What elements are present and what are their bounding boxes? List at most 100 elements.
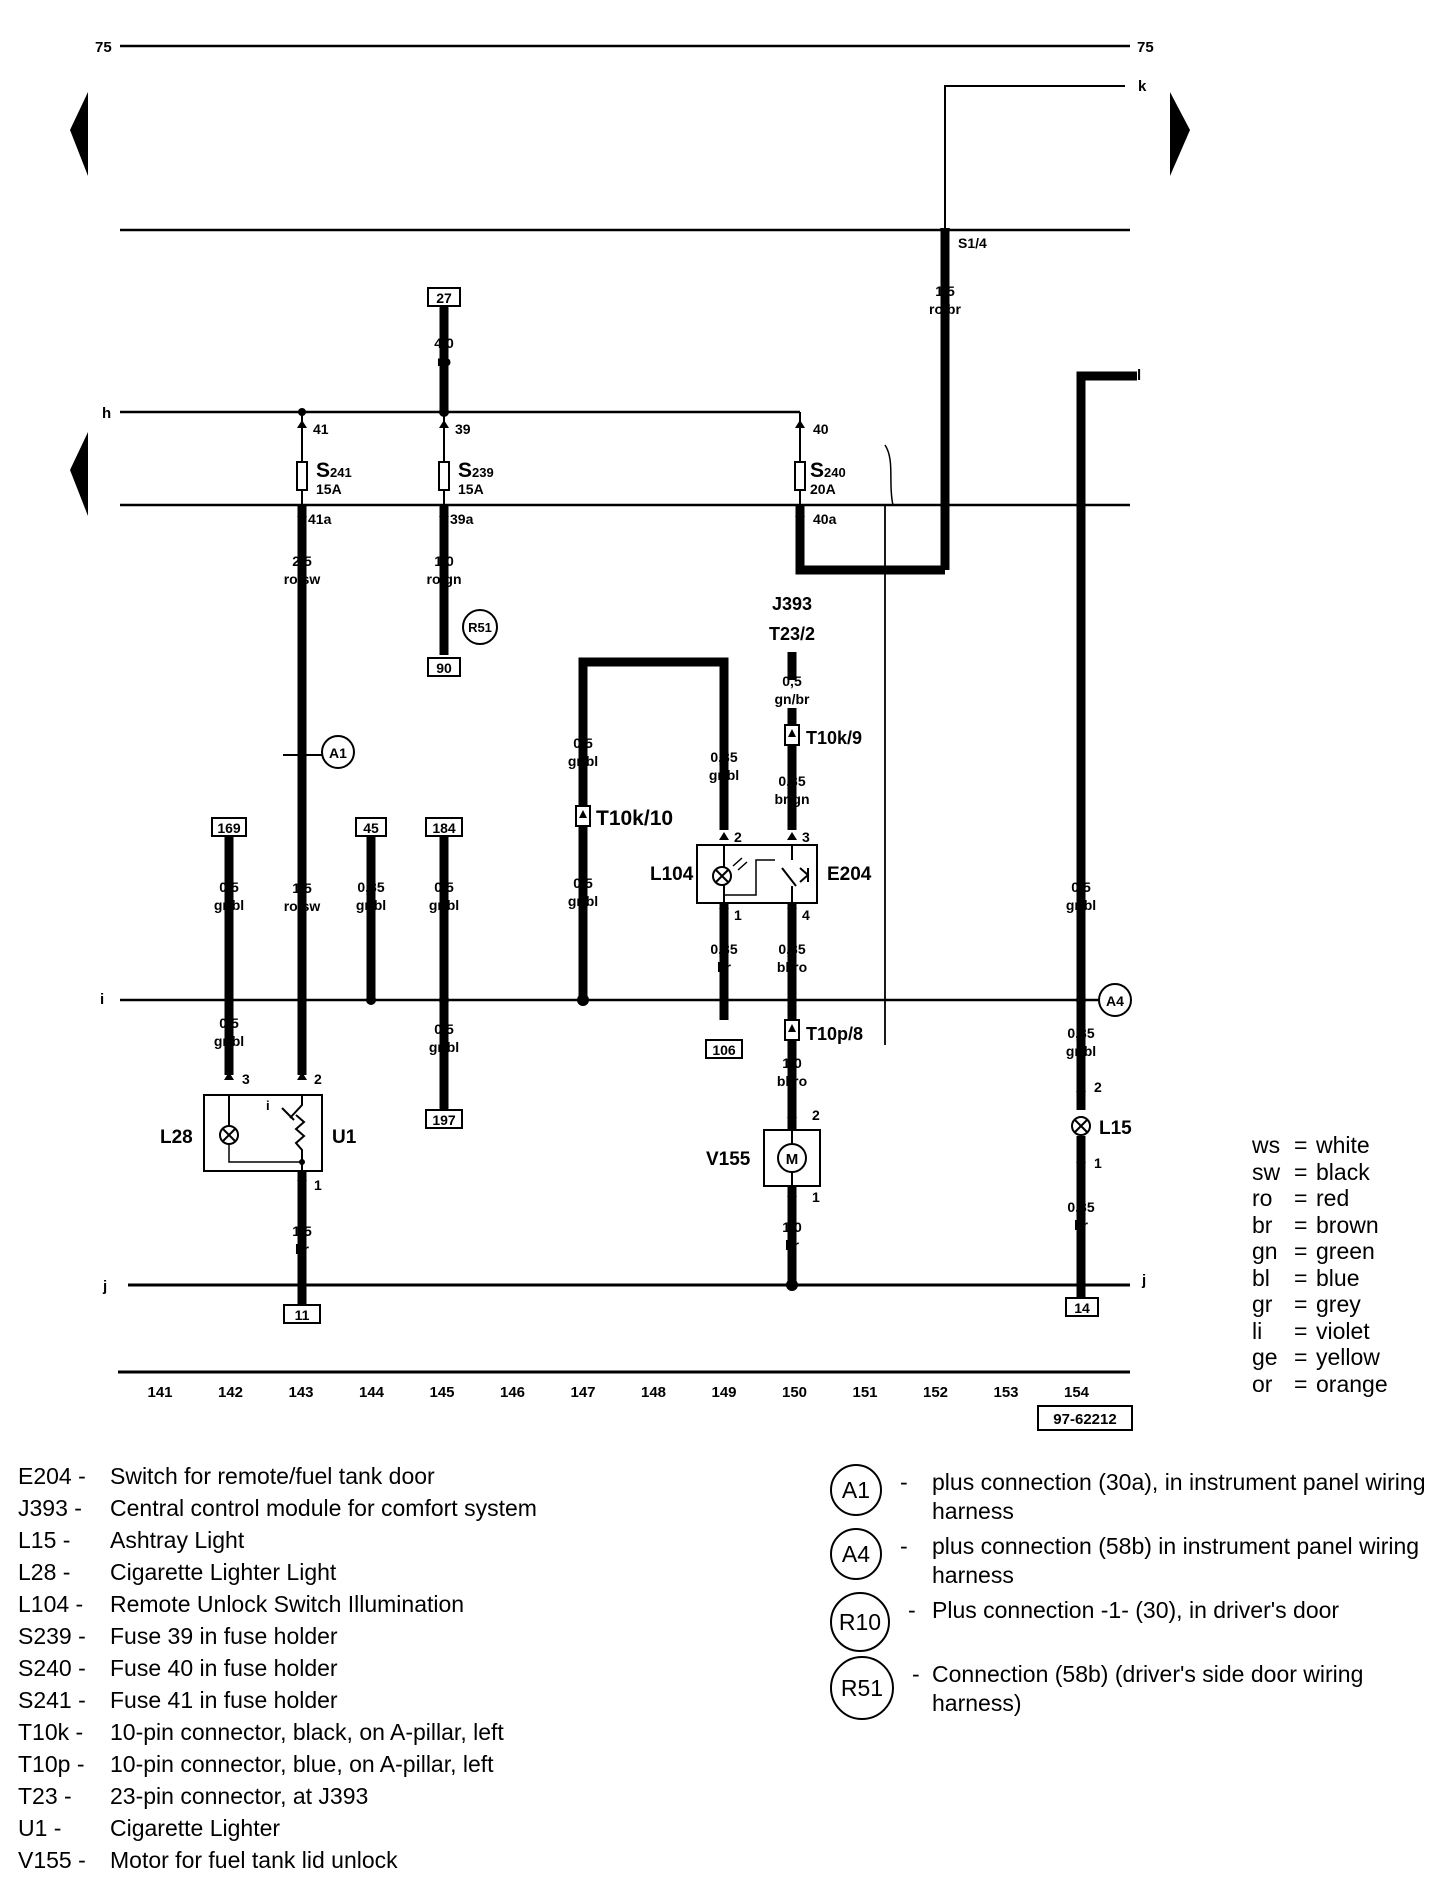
color-name: yellow (1316, 1344, 1380, 1370)
connection-row: R51-Connection (58b) (driver's side door… (830, 1656, 1430, 1720)
continue-left-arrow-2[interactable] (70, 432, 88, 516)
fuse-s241-pin-top: 41 (313, 421, 329, 437)
component-desc: 23-pin connector, at J393 (110, 1783, 369, 1809)
t10k9-label: T10k/9 (806, 728, 862, 748)
ref-box-11-label: 11 (295, 1307, 310, 1323)
fuse-s240-pin-bottom: 40a (813, 511, 837, 527)
ref-box-106-label: 106 (712, 1042, 736, 1058)
connection-badge: A1 (830, 1464, 882, 1516)
component-code: L28 - (18, 1559, 71, 1585)
component-row: E204 -Switch for remote/fuel tank door (18, 1460, 537, 1492)
equals-sign: = (1294, 1291, 1308, 1317)
color-legend-row: ws=white (1252, 1132, 1388, 1159)
component-code: U1 - (18, 1815, 62, 1841)
connection-dash: - (912, 1661, 920, 1687)
component-row: T10k -10-pin connector, black, on A-pill… (18, 1716, 537, 1748)
component-code: L104 - (18, 1591, 84, 1617)
w_154c-color: br (1074, 1217, 1089, 1233)
color-legend-row: gr=grey (1252, 1291, 1388, 1318)
l15-pin-1: 1 (1094, 1155, 1102, 1171)
component-row: U1 -Cigarette Lighter (18, 1812, 537, 1844)
connection-badge: A4 (830, 1528, 882, 1580)
fuse-s241-sub: 241 (330, 465, 352, 480)
rail-j-label-left: j (102, 1278, 107, 1295)
ref-box-184-label: 184 (432, 820, 456, 836)
component-code: S240 - (18, 1655, 86, 1681)
w_143b-gauge: 1,5 (292, 1223, 312, 1239)
color-name: grey (1316, 1291, 1361, 1317)
w_154-color: gr/bl (1066, 897, 1096, 913)
connection-a4-label: A4 (1106, 993, 1124, 1009)
track-number: 146 (500, 1384, 525, 1401)
w_45-gauge: 0,35 (357, 879, 384, 895)
w_s14-gauge: 1,5 (935, 283, 955, 299)
svg-text:T10k/10: T10k/10 (596, 807, 673, 830)
rail-k-label: k (1138, 78, 1147, 95)
w_154c-gauge: 0,35 (1067, 1199, 1094, 1215)
e204-label: E204 (827, 864, 872, 885)
track-number: 154 (1064, 1384, 1090, 1401)
header-left-number: 75 (95, 39, 112, 56)
connection-row: A1-plus connection (30a), in instrument … (830, 1464, 1430, 1526)
w_j393-color: gn/br (775, 691, 811, 707)
u1-pin-1: 1 (314, 1177, 322, 1193)
color-code: ge (1252, 1344, 1278, 1370)
component-code: V155 - (18, 1847, 86, 1873)
connection-a1-label: A1 (329, 745, 347, 761)
fuse-s240-name: S (810, 459, 824, 482)
connection-a1 (321, 735, 355, 769)
color-legend-row: gn=green (1252, 1238, 1388, 1265)
ref-box-197-label: 197 (432, 1112, 456, 1128)
equals-sign: = (1294, 1132, 1308, 1158)
ref-box-169-label: 169 (217, 820, 241, 836)
color-code: sw (1252, 1158, 1281, 1185)
color-code: br (1252, 1211, 1273, 1238)
track-number: 151 (852, 1384, 877, 1401)
v155-pin-1: 1 (812, 1189, 820, 1205)
w_147b-gauge: 0,5 (573, 875, 593, 891)
component-code: S241 - (18, 1687, 86, 1713)
w_145-gauge: 0,5 (434, 1021, 454, 1037)
color-legend-row: sw=black (1252, 1159, 1388, 1186)
ref-box-197 (425, 1109, 463, 1129)
component-desc: Motor for fuel tank lid unlock (110, 1847, 398, 1873)
equals-sign: = (1294, 1344, 1308, 1370)
j393-label: J393 (772, 594, 812, 614)
track-number: 144 (359, 1384, 385, 1401)
component-desc: Remote Unlock Switch Illumination (110, 1591, 465, 1617)
w_41a-gauge: 2,5 (292, 553, 312, 569)
track-number: 143 (288, 1384, 313, 1401)
color-name: black (1316, 1158, 1370, 1185)
color-legend-row: br=brown (1252, 1212, 1388, 1239)
equals-sign: = (1294, 1317, 1308, 1344)
w_154-gauge: 0,5 (1071, 879, 1091, 895)
component-row: T23 -23-pin connector, at J393 (18, 1780, 537, 1812)
fuse-s239-pin-top: 39 (455, 421, 471, 437)
continue-left-arrow[interactable] (70, 92, 88, 176)
v155-pin-2: 2 (812, 1107, 820, 1123)
connection-dash: - (900, 1533, 908, 1559)
component-row: L15 -Ashtray Light (18, 1524, 537, 1556)
fuse-s240-pin-top: 40 (813, 421, 829, 437)
w_149b-gauge: 0,35 (710, 941, 737, 957)
l104-pin-1: 1 (734, 907, 742, 923)
fuse-s239-pin-bottom: 39a (450, 511, 474, 527)
color-code: gn (1252, 1238, 1278, 1264)
continue-right-arrow[interactable] (1170, 92, 1190, 176)
component-desc: Fuse 40 in fuse holder (110, 1655, 338, 1681)
ref-box-11 (283, 1304, 321, 1324)
t23-label: T23/2 (769, 624, 815, 644)
component-code: J393 - (18, 1495, 82, 1521)
rail-i-label: i (100, 991, 104, 1008)
connection-r51-label: R51 (468, 620, 492, 635)
component-code: S239 - (18, 1623, 86, 1649)
w_39a-gauge: 1,0 (434, 553, 454, 569)
w_147-gauge: 0,5 (573, 735, 593, 751)
w_j393-gauge: 0,5 (782, 673, 802, 689)
w_45-color: gr/bl (356, 897, 386, 913)
connection-badge: R51 (830, 1656, 894, 1720)
connection-desc: plus connection (30a), in instrument pan… (932, 1469, 1426, 1524)
w_150b-gauge: 0,35 (778, 941, 805, 957)
connection-list: A1-plus connection (30a), in instrument … (830, 1464, 1430, 1724)
